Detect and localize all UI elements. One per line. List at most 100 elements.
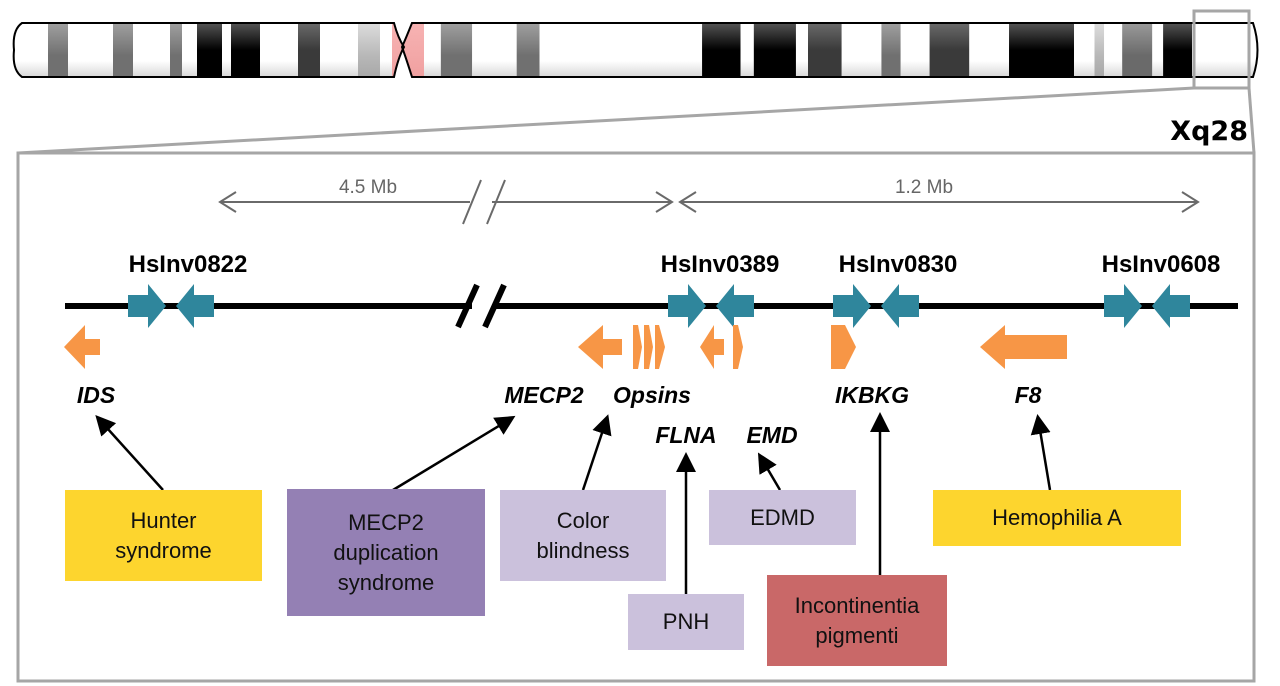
inversion-repeat-reverse-icon (176, 284, 214, 328)
disease-label: syndrome (337, 569, 435, 595)
zoom-line-left (17, 86, 1195, 155)
chromosome-band (403, 23, 424, 77)
inversion-repeat-reverse-icon (1152, 284, 1190, 328)
gene-arrow-ikbkg (831, 325, 856, 369)
gene-arrow-emd (733, 325, 743, 369)
genes: IDS MECP2 Opsins FLNA EMD IKBKG F8 (64, 325, 1067, 448)
chromosome-band (320, 23, 358, 77)
gene-arrow-opsin (633, 325, 642, 369)
inversion-repeat-forward-icon (668, 284, 706, 328)
detail-frame (16, 151, 1256, 683)
chromosome-band (68, 23, 113, 77)
chromosome-band (1163, 23, 1192, 77)
chromosome-band (900, 23, 930, 77)
chromosome-band (222, 23, 231, 77)
inversion-repeat-forward-icon (128, 284, 166, 328)
disease-label: syndrome (115, 537, 212, 563)
gene-label: IDS (77, 382, 116, 408)
chromosome-band (424, 23, 441, 77)
chromosome-band (113, 23, 133, 77)
chromosome-band (472, 23, 517, 77)
disease-box-incontinentia-pigmenti: Incontinentia pigmenti (767, 575, 947, 666)
connector-mecp2 (392, 415, 516, 492)
disease-label: Incontinentia (794, 592, 920, 618)
inversion-repeat-reverse-icon (716, 284, 754, 328)
arrow-right-icon (1181, 191, 1200, 213)
chromosome-ideogram (13, 23, 1258, 77)
chromosome-band (197, 23, 222, 77)
gene-arrow-opsin (644, 325, 653, 369)
chromosome-band (881, 23, 901, 77)
disease-label: pigmenti (815, 622, 899, 648)
band-label: Xq28 (1170, 116, 1248, 147)
disease-label: MECP2 (348, 509, 424, 535)
chromosome-band (182, 23, 197, 77)
scale-label: 4.5 Mb (339, 177, 397, 198)
chromosome-band (795, 23, 808, 77)
gene-label: MECP2 (504, 382, 583, 408)
chromosome-band (539, 23, 703, 77)
chromosome-band (48, 23, 68, 77)
chromosome-band (260, 23, 298, 77)
chromosome-band (392, 23, 403, 77)
connector-hunter-ids (95, 415, 164, 491)
chromosome-band (1152, 23, 1164, 77)
chromosome-band (1074, 23, 1095, 77)
disease-box-pnh: PNH (628, 594, 744, 650)
chromosome-band (1009, 23, 1075, 77)
arrow-left-icon (678, 191, 697, 213)
chromosome-band (380, 23, 392, 77)
disease-box-hemophilia-a: Hemophilia A (933, 490, 1181, 546)
chromosome-band (133, 23, 170, 77)
chromosome-band (841, 23, 882, 77)
chromosome-band (231, 23, 260, 77)
chromosome-band (440, 23, 473, 77)
chromosome-band (969, 23, 1010, 77)
chromosome-band (1192, 23, 1258, 77)
chromosome-band (358, 23, 380, 77)
gene-arrow-flna (700, 325, 724, 369)
gene-arrow-mecp2 (578, 325, 622, 369)
disease-label: Hemophilia A (992, 505, 1122, 530)
chromosome-p-arm-outline (12, 22, 406, 78)
scale-bar-1-2mb: 1.2 Mb (678, 177, 1200, 213)
inversion-label: HsInv0389 (661, 251, 780, 278)
axis-break-icon (482, 283, 507, 329)
band-highlight-box (1192, 9, 1251, 90)
scale-bar-4-5mb: 4.5 Mb (218, 177, 674, 225)
disease-label: Hunter (130, 507, 197, 533)
inversion-label: HsInv0608 (1102, 251, 1221, 278)
axis-break-icon (455, 283, 480, 329)
chromosome-band (702, 23, 741, 77)
genomic-axis (65, 283, 1238, 329)
inversions: HsInv0822 HsInv0389 HsInv0830 HsInv0608 (128, 251, 1220, 328)
gene-label: F8 (1015, 382, 1042, 408)
disease-label: blindness (536, 537, 630, 563)
gene-label: IKBKG (835, 382, 909, 408)
chromosome-band (1122, 23, 1153, 77)
scale-label: 1.2 Mb (895, 177, 953, 198)
inversion-repeat-forward-icon (1104, 284, 1142, 328)
chromosome-band (298, 23, 320, 77)
chromosome-band (516, 23, 540, 77)
chromosome-band (13, 23, 48, 77)
gene-label: FLNA (655, 422, 716, 448)
chromosome-band (929, 23, 970, 77)
disease-label: EDMD (750, 504, 815, 530)
inversion-repeat-forward-icon (833, 284, 871, 328)
gene-label: Opsins (613, 382, 691, 408)
chromosome-band (808, 23, 842, 77)
chromosome-q-arm-outline (400, 22, 1259, 78)
arrow-left-icon (218, 191, 237, 213)
connector-edmd-emd (757, 452, 782, 491)
arrow-right-icon (655, 191, 674, 213)
inversion-repeat-reverse-icon (881, 284, 919, 328)
connector-hemophilia-f8 (1030, 414, 1052, 491)
disease-label: PNH (662, 609, 710, 634)
break-mark-icon (462, 179, 482, 225)
gene-arrow-ids (64, 325, 100, 369)
connectors (95, 412, 1052, 594)
